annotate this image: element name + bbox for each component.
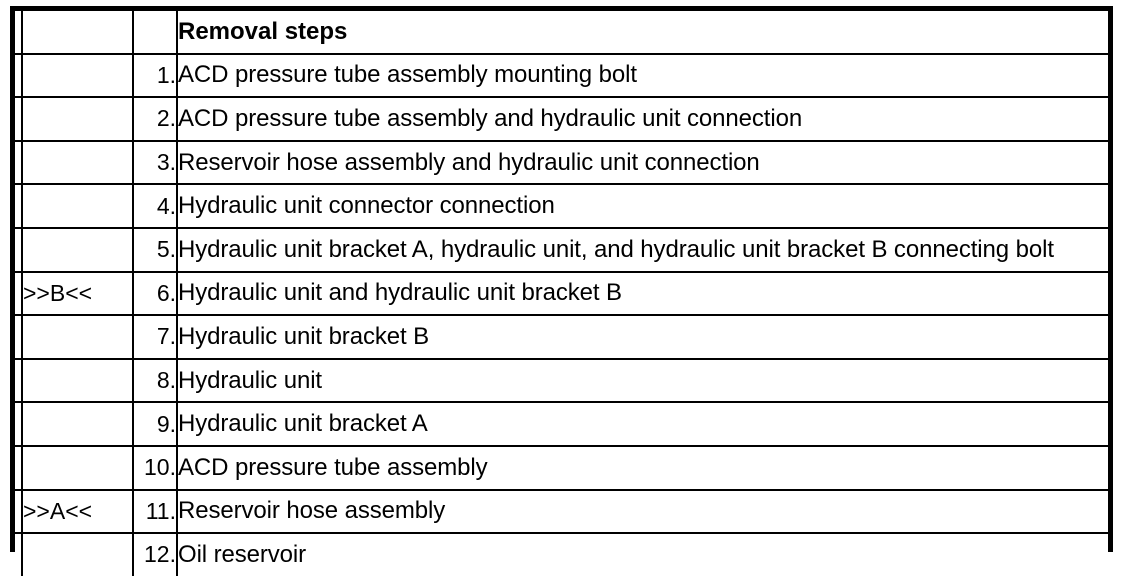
step-number-label: 2. — [156, 105, 176, 132]
step-description-cell: ACD pressure tube assembly mounting bolt — [177, 53, 1108, 99]
step-number-cell: 12. — [133, 533, 178, 576]
step-number-label: 8. — [156, 367, 176, 394]
row-indicator-cell — [15, 402, 23, 447]
row-indicator-cell — [15, 184, 23, 229]
table-row: 10.ACD pressure tube assembly — [15, 445, 1108, 491]
step-number-cell: 5. — [133, 227, 178, 273]
step-number-label: 4. — [156, 192, 176, 219]
step-description-cell: ACD pressure tube assembly and hydraulic… — [177, 97, 1108, 142]
row-indicator-cell — [15, 53, 23, 99]
step-description-cell: Hydraulic unit bracket A, hydraulic unit… — [177, 227, 1108, 273]
step-description-cell: Reservoir hose assembly and hydraulic un… — [177, 140, 1108, 186]
row-indicator-cell — [15, 97, 23, 142]
marker-cell — [22, 533, 134, 576]
step-description-label: Hydraulic unit connector connection — [178, 192, 555, 220]
step-number-cell: 1. — [133, 53, 178, 99]
step-description-cell: Hydraulic unit bracket A — [177, 402, 1108, 447]
step-number-label: 12. — [144, 541, 176, 568]
table-row: 3.Reservoir hose assembly and hydraulic … — [15, 140, 1108, 186]
table-row: 1.ACD pressure tube assembly mounting bo… — [15, 53, 1108, 99]
marker-cell — [22, 445, 134, 491]
step-number-label: 5. — [156, 236, 176, 263]
table-row: 7.Hydraulic unit bracket B — [15, 315, 1108, 360]
column-header-removal-steps: Removal steps — [177, 11, 1108, 55]
step-description-cell: Hydraulic unit connector connection — [177, 184, 1108, 229]
marker-cell — [22, 184, 134, 229]
step-number-label: 11. — [145, 497, 176, 524]
row-indicator-cell — [15, 533, 23, 576]
header-marker-cell — [22, 11, 134, 55]
table-row: 9.Hydraulic unit bracket A — [15, 402, 1108, 447]
step-description-label: ACD pressure tube assembly mounting bolt — [178, 61, 637, 89]
step-number-label: 3. — [156, 149, 176, 176]
step-description-label: Oil reservoir — [178, 540, 307, 568]
marker-cell — [22, 402, 134, 447]
step-number-label: 9. — [156, 410, 176, 437]
table-row: >>B<< 6.Hydraulic unit and hydraulic unit… — [15, 271, 1108, 317]
step-number-cell: 11. — [133, 489, 178, 535]
step-description-cell: Hydraulic unit and hydraulic unit bracke… — [177, 271, 1108, 317]
row-indicator-cell — [15, 11, 23, 55]
step-description-label: Reservoir hose assembly — [178, 497, 446, 525]
table-row: 12.Oil reservoir — [15, 533, 1108, 576]
table-header-row: Removal steps — [15, 11, 1108, 55]
step-description-cell: Hydraulic unit — [177, 358, 1108, 404]
step-description-cell: Reservoir hose assembly — [177, 489, 1108, 535]
step-number-cell: 7. — [133, 315, 178, 360]
step-number-cell: 3. — [133, 140, 178, 186]
step-description-label: Hydraulic unit bracket A — [178, 410, 428, 438]
row-indicator-cell — [15, 489, 23, 535]
step-description-label: Hydraulic unit bracket B — [178, 322, 430, 350]
step-number-cell: 9. — [133, 402, 178, 447]
marker-cell — [22, 140, 134, 186]
step-number-label: 6. — [156, 279, 176, 306]
table-row: >>A<< 11.Reservoir hose assembly — [15, 489, 1108, 535]
step-number-label: 1. — [156, 61, 176, 88]
header-number-cell — [133, 11, 178, 55]
step-number-cell: 6. — [133, 271, 178, 317]
marker-cell — [22, 315, 134, 360]
table-row: 8.Hydraulic unit — [15, 358, 1108, 404]
step-number-label: 10. — [144, 454, 176, 481]
step-description-label: Hydraulic unit and hydraulic unit bracke… — [178, 279, 622, 307]
step-number-cell: 8. — [133, 358, 178, 404]
row-indicator-cell — [15, 358, 23, 404]
marker-cell — [22, 97, 134, 142]
marker-cell — [22, 227, 134, 273]
table-row: 4.Hydraulic unit connector connection — [15, 184, 1108, 229]
step-number-cell: 10. — [133, 445, 178, 491]
step-description-label: Hydraulic unit bracket A, hydraulic unit… — [178, 235, 1054, 263]
marker-label: >>B<< — [23, 279, 93, 306]
step-number-cell: 2. — [133, 97, 178, 142]
step-description-label: Hydraulic unit — [178, 366, 322, 394]
step-number-cell: 4. — [133, 184, 178, 229]
column-header-label: Removal steps — [178, 17, 348, 45]
row-indicator-cell — [15, 445, 23, 491]
row-indicator-cell — [15, 271, 23, 317]
marker-cell: >>B<< — [22, 271, 134, 317]
marker-label: >>A<< — [23, 497, 93, 524]
step-description-label: ACD pressure tube assembly and hydraulic… — [178, 104, 803, 132]
step-description-cell: Hydraulic unit bracket B — [177, 315, 1108, 360]
table-row: 2.ACD pressure tube assembly and hydraul… — [15, 97, 1108, 142]
marker-cell — [22, 358, 134, 404]
row-indicator-cell — [15, 227, 23, 273]
step-description-cell: ACD pressure tube assembly — [177, 445, 1108, 491]
step-description-cell: Oil reservoir — [177, 533, 1108, 576]
marker-cell: >>A<< — [22, 489, 134, 535]
row-indicator-cell — [15, 315, 23, 360]
step-description-label: ACD pressure tube assembly — [178, 453, 488, 481]
step-description-label: Reservoir hose assembly and hydraulic un… — [178, 148, 760, 176]
table-row: 5.Hydraulic unit bracket A, hydraulic un… — [15, 227, 1108, 273]
marker-cell — [22, 53, 134, 99]
row-indicator-cell — [15, 140, 23, 186]
step-number-label: 7. — [156, 323, 176, 350]
